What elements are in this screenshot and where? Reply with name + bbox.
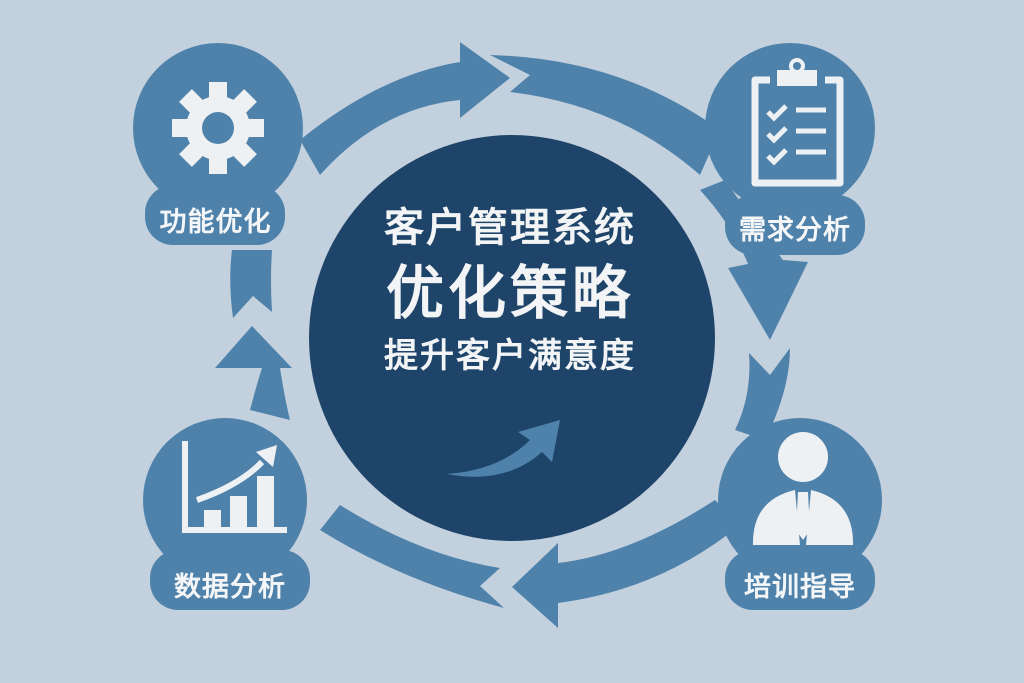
bar-chart-growth-icon <box>182 441 287 533</box>
node-label-data-analysis: 数据分析 <box>174 572 286 603</box>
arrow-bottom-right <box>512 500 740 628</box>
arrow-top-left <box>300 42 510 175</box>
center-title-block: 客户管理系统 优化策略 提升客户满意度 <box>330 200 690 378</box>
center-title-line2: 优化策略 <box>385 259 634 327</box>
arrow-left-top <box>230 250 272 318</box>
center-title-line3: 提升客户满意度 <box>384 336 636 376</box>
arrow-bottom-left <box>320 505 504 608</box>
clipboard-checklist-icon <box>751 58 844 187</box>
node-label-requirements-analysis: 需求分析 <box>739 215 851 246</box>
gear-icon <box>172 82 264 174</box>
center-title-line1: 客户管理系统 <box>384 205 636 251</box>
arrow-top-right <box>490 55 720 175</box>
person-tie-icon <box>752 432 854 545</box>
node-label-feature-optimization: 功能优化 <box>159 207 272 238</box>
arrow-left-bottom <box>215 326 292 420</box>
center-circle <box>309 135 715 541</box>
arrow-right-bottom <box>735 348 790 440</box>
center-growth-arrow <box>447 420 560 477</box>
node-label-training-guidance: 培训指导 <box>744 572 856 603</box>
